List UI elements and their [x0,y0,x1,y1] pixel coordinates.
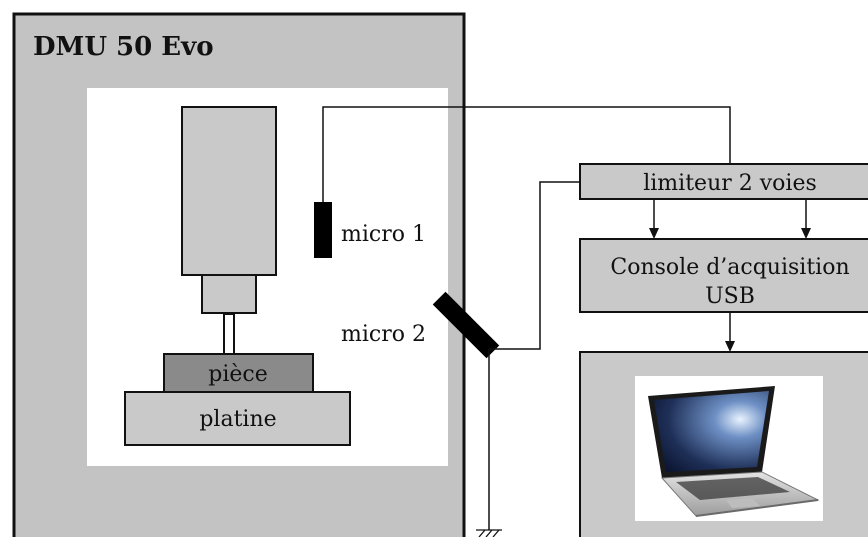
spindle-body [181,106,277,276]
machine-title: DMU 50 Evo [33,32,214,62]
limiter-label: limiteur 2 voies [643,171,817,196]
machine-table [124,391,351,446]
ground-symbol [476,529,502,537]
arrow-down-icon [801,228,811,239]
table-label: platine [199,407,276,432]
arrow-heads [649,228,811,352]
limiter-box [579,163,868,200]
console-label-line2: USB [705,284,755,309]
spindle-nose [201,274,257,314]
console-label-line1: Console d’acquisition [610,255,849,280]
microphone-1 [314,202,332,258]
arrow-down-icon [725,341,735,352]
micro-2-label: micro 2 [341,322,426,347]
micro-1-label: micro 1 [341,222,426,247]
laptop-icon [648,386,820,517]
cables [322,106,807,530]
microphone-2 [432,291,500,359]
cutting-tool [223,313,235,355]
arrow-down-icon [649,228,659,239]
console-box [579,238,868,313]
workpiece-label: pièce [208,362,267,387]
